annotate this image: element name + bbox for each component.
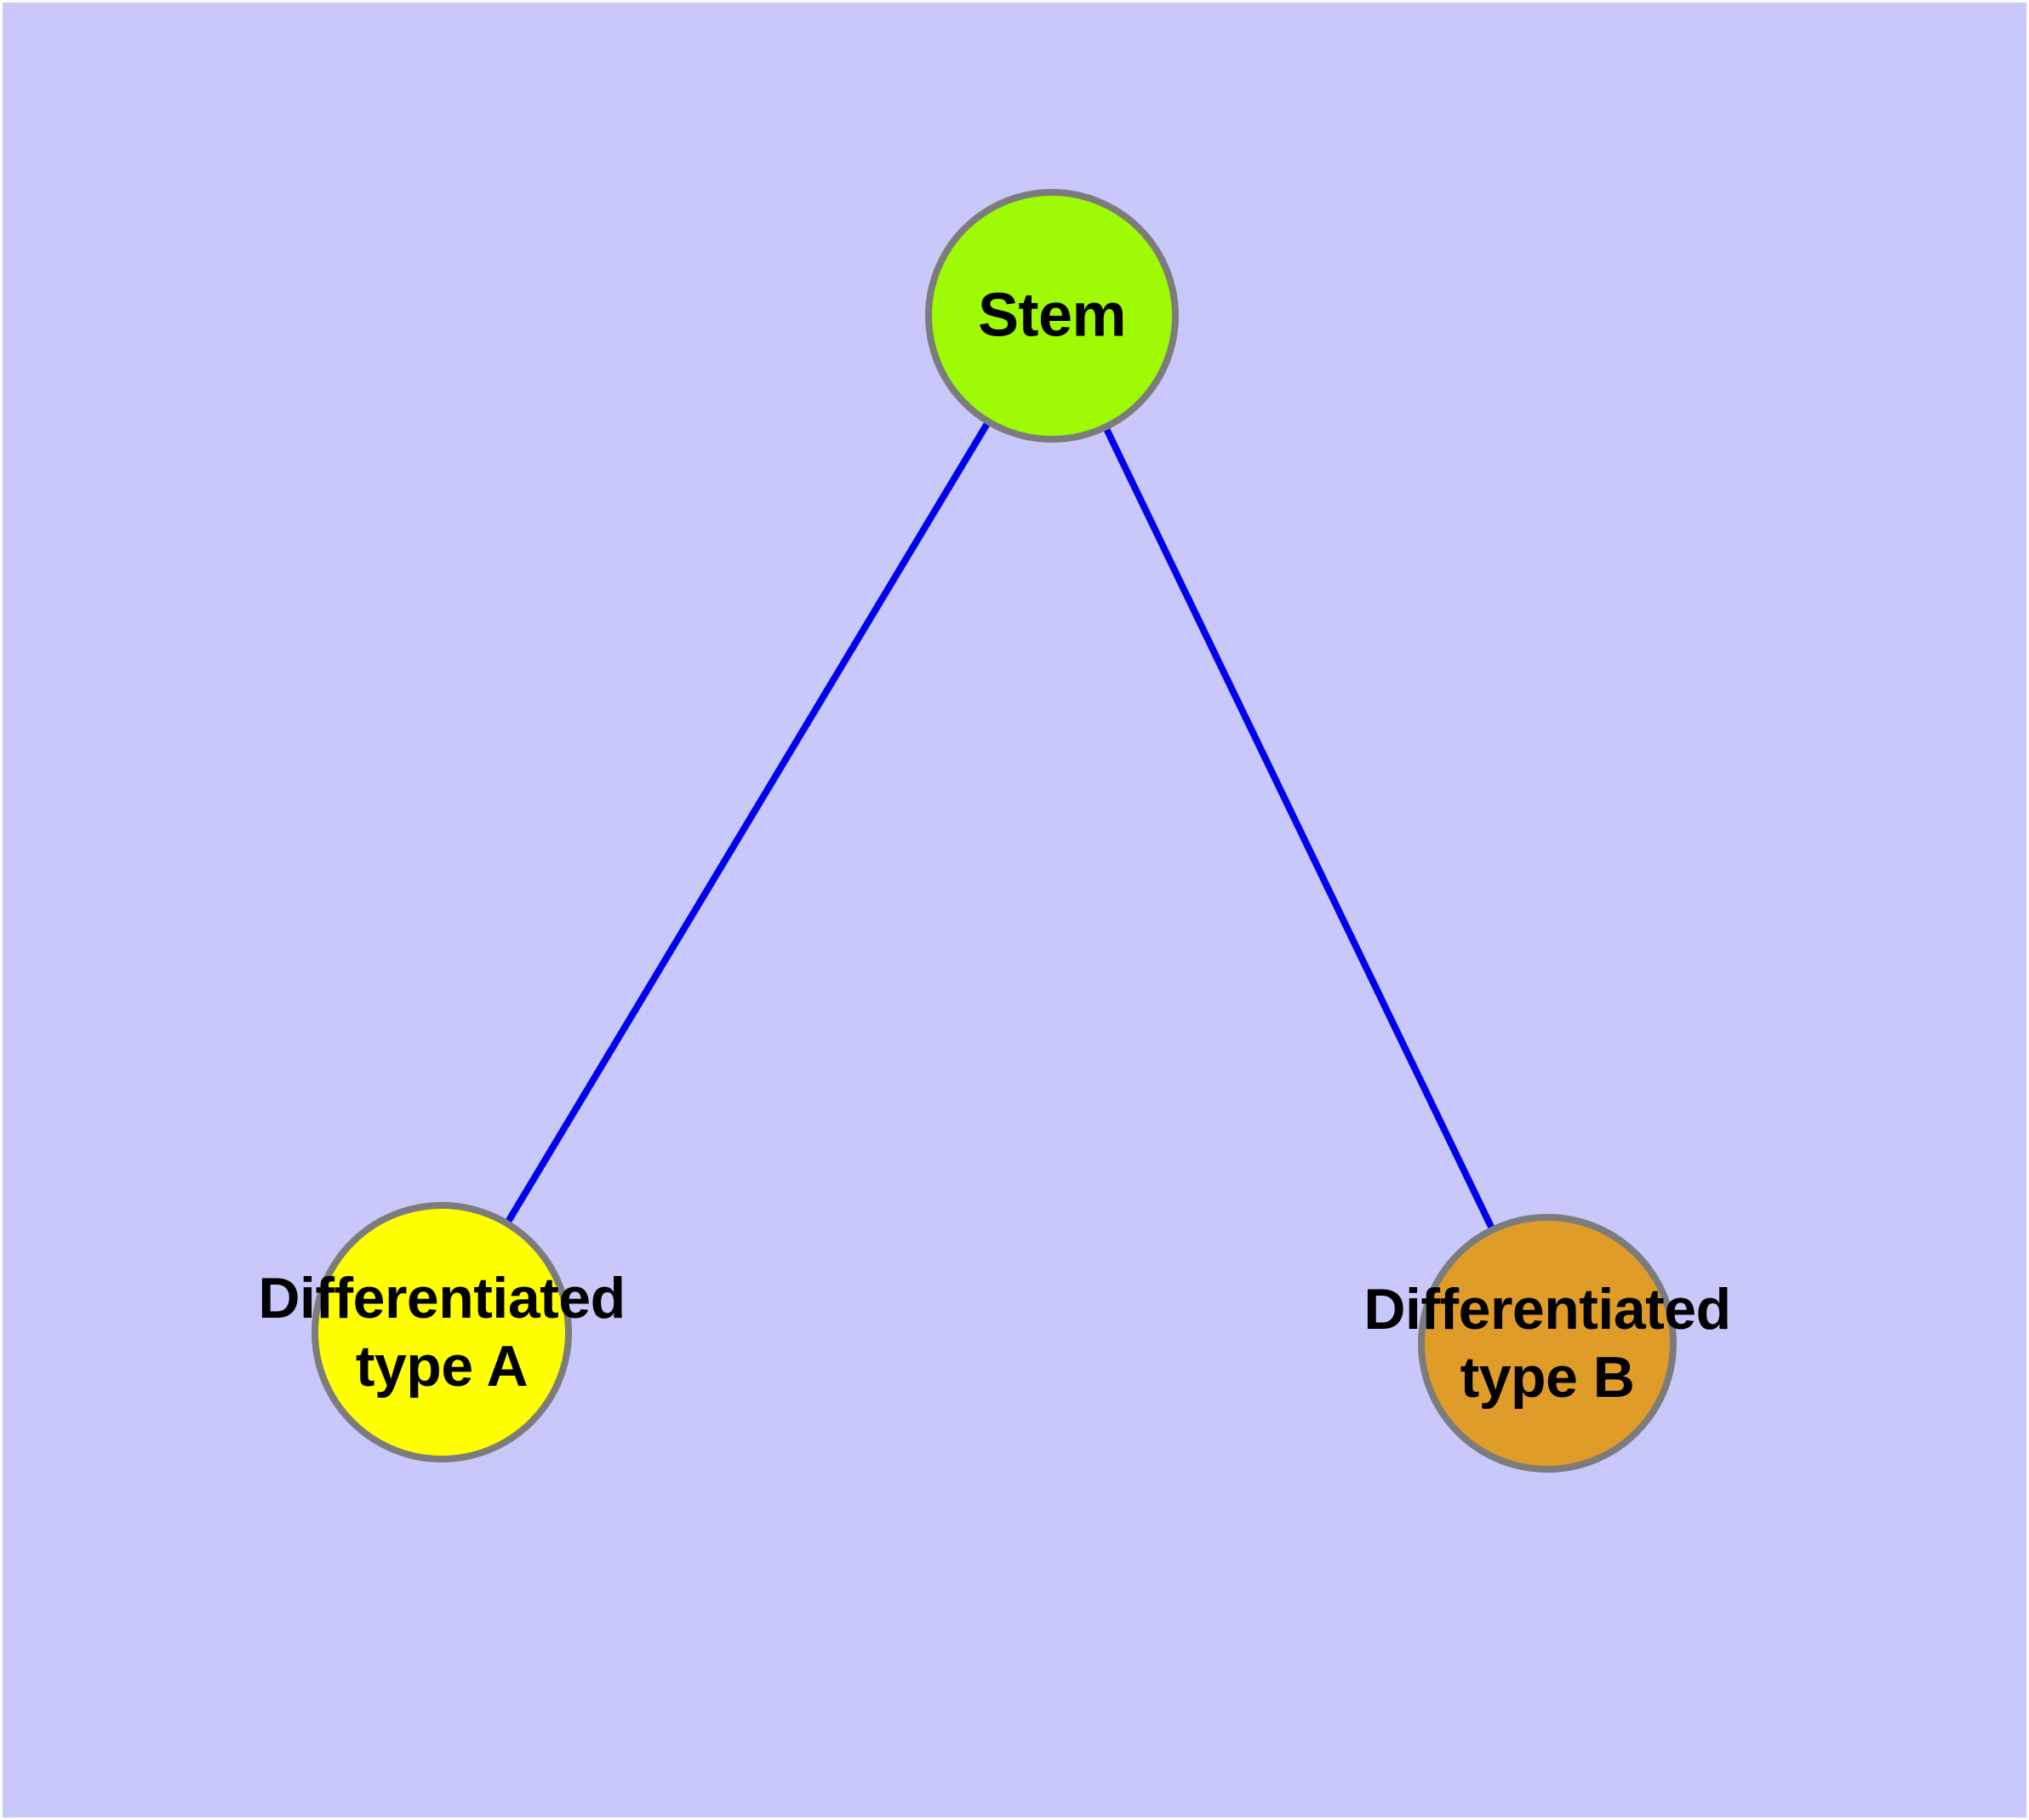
node-differentiated-type-a[interactable]: Differentiated type A bbox=[258, 1202, 626, 1462]
node-stem[interactable]: Stem bbox=[925, 189, 1179, 443]
node-differentiated-type-b-label: Differentiated type B bbox=[1363, 1276, 1731, 1410]
node-differentiated-type-a-label: Differentiated type A bbox=[258, 1265, 626, 1399]
edge-stem-to-differentiated-type-b[interactable] bbox=[1101, 423, 1496, 1233]
edge-stem-to-differentiated-type-a[interactable] bbox=[503, 418, 992, 1228]
node-stem-label: Stem bbox=[977, 281, 1127, 350]
node-differentiated-type-b[interactable]: Differentiated type B bbox=[1363, 1214, 1731, 1473]
